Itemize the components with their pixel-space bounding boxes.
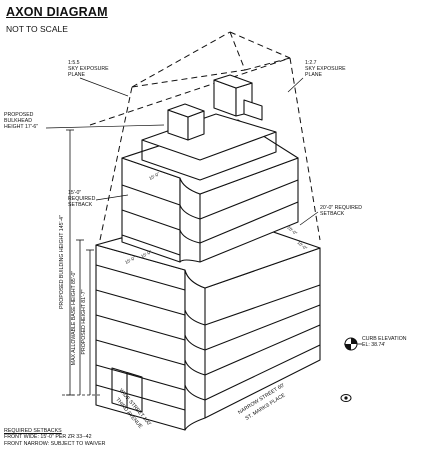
leader-sky-left	[79, 77, 129, 97]
north-arrow-icon	[340, 394, 352, 402]
notes-line: FRONT NARROW: SUBJECT TO WAIVER	[4, 440, 106, 447]
envelope-edge	[89, 57, 291, 126]
leader-setback-15	[95, 194, 129, 201]
storefront	[111, 367, 143, 413]
notes-heading: REQUIRED SETBACKS	[4, 428, 62, 434]
label-building-height: PROPOSED BUILDING HEIGHT 145'-4"	[59, 215, 65, 309]
diagram-subtitle: NOT TO SCALE	[6, 24, 68, 34]
setback-parapet	[141, 132, 277, 181]
floor-line	[121, 234, 181, 256]
floor-line	[95, 264, 186, 291]
curb-elevation-symbol	[344, 337, 358, 351]
envelope-edge	[131, 31, 231, 88]
floor-line	[95, 364, 186, 391]
sky-exposure-envelope	[89, 31, 321, 241]
leader-setback-20	[299, 211, 319, 226]
mech-box	[243, 99, 263, 121]
leader-sky-right	[287, 77, 304, 93]
diagram-title: AXON DIAGRAM	[6, 5, 108, 19]
floor-line	[121, 209, 181, 231]
tower-mass	[121, 113, 299, 263]
envelope-edge	[244, 57, 291, 71]
envelope-edge	[99, 86, 133, 241]
dim-mark: 15'-0"	[148, 171, 161, 181]
notes-line: FRONT WIDE: 15'-0" PER ZR 33--42	[4, 434, 92, 441]
bulkhead-top	[167, 103, 205, 118]
dim-mark: 20'-0"	[286, 225, 298, 236]
envelope-edge	[229, 31, 291, 59]
label-max-base-height: MAX ALLOWABLE BASE HEIGHT 85'-0"	[71, 271, 77, 366]
label-proposed-height: PROPOSED HEIGHT 81'-7"	[81, 289, 87, 354]
dim-mark: 10'-0"	[296, 240, 308, 251]
required-setbacks-notes: REQUIRED SETBACKS FRONT WIDE: 15'-0" PER…	[4, 428, 105, 447]
floor-line	[95, 339, 186, 366]
leader-bulkhead	[45, 124, 165, 129]
height-dimensions	[62, 129, 100, 396]
stair-bulkhead-top	[213, 74, 253, 89]
floor-line	[121, 184, 181, 206]
envelope-edge	[229, 31, 246, 71]
envelope-edge	[131, 69, 246, 88]
envelope-edge	[289, 57, 321, 241]
floor-line	[95, 289, 186, 316]
floor-line	[95, 384, 186, 411]
base-wide-face	[95, 244, 186, 431]
dim-mark: 15'-0"	[140, 249, 153, 259]
bulkheads	[167, 74, 263, 141]
dim-mark: 15'-0"	[124, 255, 137, 265]
floor-line	[95, 314, 186, 341]
